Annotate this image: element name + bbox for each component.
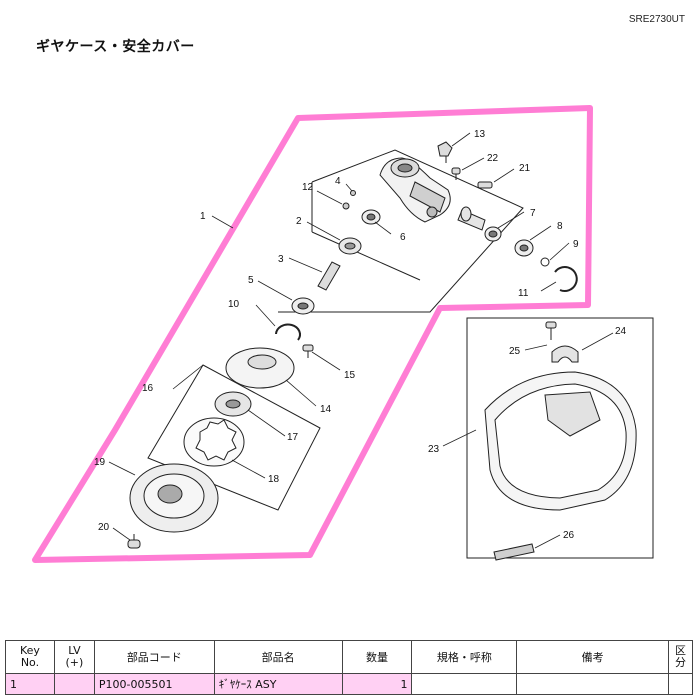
callout-2: 2 <box>296 216 302 227</box>
ring-9 <box>540 257 550 267</box>
model-code: SRE2730UT <box>628 14 685 25</box>
screw-12 <box>342 202 350 210</box>
col-remarks: 備考 <box>516 640 669 674</box>
col-lv: LV (+) <box>53 640 95 674</box>
col-category-line1: 区 <box>674 644 686 657</box>
callout-9: 9 <box>573 239 579 250</box>
cover-plate-19 <box>129 463 219 533</box>
page-title: ギヤケース・安全カバー <box>36 39 195 55</box>
pin-4 <box>350 190 356 196</box>
bracket-24 <box>551 345 579 363</box>
col-category-line2: 分 <box>674 656 686 669</box>
col-lv-line1: LV <box>68 644 81 657</box>
callout-6: 6 <box>400 232 406 243</box>
callout-8: 8 <box>557 221 563 232</box>
col-lv-line2: (+) <box>65 656 84 669</box>
table-row: 1 P100-005501 ｷﾞﾔｹｰｽ ASY 1 <box>5 673 694 695</box>
col-key: Key No. <box>5 640 55 674</box>
safety-cover-23 <box>484 371 637 511</box>
gear-case-housing <box>379 157 451 223</box>
cell-key: 1 <box>5 673 55 695</box>
bolt-21 <box>477 181 493 189</box>
bearing-5 <box>291 297 315 315</box>
exploded-parts-diagram: 1 2 3 4 5 6 7 8 9 10 11 12 13 14 15 16 1… <box>32 105 654 563</box>
bevel-gear-2 <box>338 237 362 255</box>
cell-quantity: 1 <box>341 673 413 695</box>
bolt-22 <box>451 167 461 180</box>
callout-15: 15 <box>344 370 356 381</box>
bolt-25 <box>545 321 557 340</box>
callout-25: 25 <box>509 346 521 357</box>
input-shaft <box>457 206 486 231</box>
col-spec: 規格・呼称 <box>411 640 518 674</box>
callout-14: 14 <box>320 404 332 415</box>
cell-remarks <box>516 673 669 695</box>
assembly-boundary <box>278 149 524 313</box>
callout-24: 24 <box>615 326 627 337</box>
callout-10: 10 <box>228 299 240 310</box>
col-category: 区 分 <box>667 640 694 674</box>
callout-20: 20 <box>98 522 110 533</box>
washer-plate-14 <box>225 347 295 389</box>
safety-cover-inset <box>466 317 654 559</box>
callout-22: 22 <box>487 153 499 164</box>
callout-11: 11 <box>518 288 529 299</box>
output-shaft-3 <box>317 261 341 291</box>
cell-lv <box>53 673 95 695</box>
col-key-line2: No. <box>20 656 40 669</box>
col-quantity: 数量 <box>341 640 413 674</box>
callout-1: 1 <box>200 211 206 222</box>
callout-18: 18 <box>268 474 280 485</box>
label-26 <box>493 543 535 561</box>
callout-3: 3 <box>278 254 284 265</box>
callout-12: 12 <box>302 182 314 193</box>
callout-7: 7 <box>530 208 536 219</box>
callout-17: 17 <box>287 432 299 443</box>
callout-26: 26 <box>563 530 575 541</box>
col-part-code: 部品コード <box>93 640 215 674</box>
snap-ring-10 <box>275 323 301 341</box>
cell-category <box>667 673 694 695</box>
bolt-13 <box>437 141 453 163</box>
callout-13: 13 <box>474 129 486 140</box>
blade-holder-17 <box>214 391 252 417</box>
col-part-name: 部品名 <box>213 640 343 674</box>
inner-ring-18 <box>183 417 245 467</box>
col-key-line1: Key <box>19 644 40 657</box>
callout-16: 16 <box>142 383 154 394</box>
group-16-box <box>147 364 321 511</box>
cell-part-name: ｷﾞﾔｹｰｽ ASY <box>213 673 343 695</box>
callout-4: 4 <box>335 176 341 187</box>
bolt-20 <box>127 534 141 549</box>
cell-spec <box>411 673 518 695</box>
callout-19: 19 <box>94 457 106 468</box>
parts-table: Key No. LV (+) 部品コード 部品名 数量 規格・呼称 備考 区 分… <box>5 640 694 695</box>
highlight-outline <box>32 105 593 563</box>
table-header-row: Key No. LV (+) 部品コード 部品名 数量 規格・呼称 備考 区 分 <box>5 640 694 674</box>
callout-23: 23 <box>428 444 440 455</box>
callout-5: 5 <box>248 275 254 286</box>
cell-part-code: P100-005501 <box>93 673 215 695</box>
callout-21: 21 <box>519 163 531 174</box>
bolt-15 <box>302 344 314 358</box>
snap-ring-11 <box>554 265 578 292</box>
